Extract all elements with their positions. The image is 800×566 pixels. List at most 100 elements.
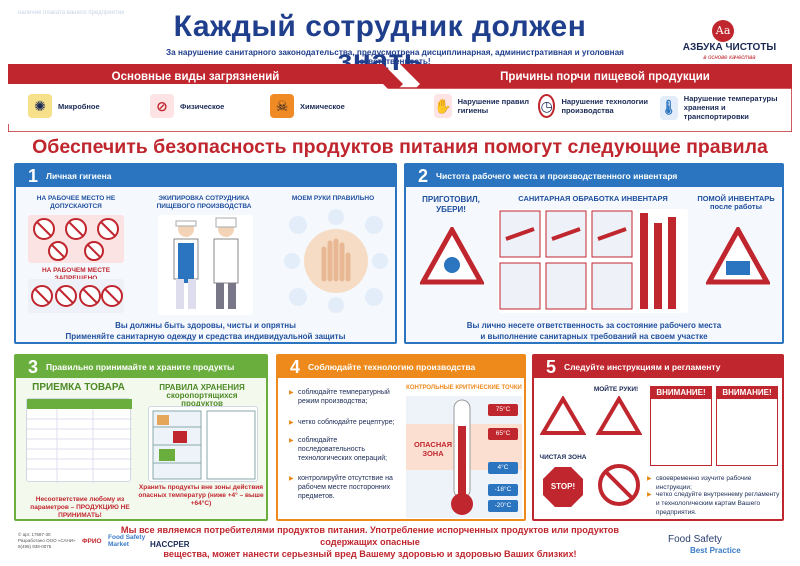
contaminant-chemical: ☠ Химическое	[270, 94, 345, 118]
sign-triangle-1	[540, 396, 586, 435]
forbidden-icons	[31, 285, 123, 307]
attention-title-2: ВНИМАНИЕ!	[717, 387, 777, 399]
attention-card-2: ВНИМАНИЕ!	[716, 386, 778, 466]
panel3-sub-acceptance: ПРИЕМКА ТОВАРА	[32, 382, 125, 393]
sign-triangle-2	[596, 396, 642, 435]
panel3-storage-note: Хранить продукты вне зоны действия опасн…	[138, 484, 264, 507]
panel2-sub-sanitation: САНИТАРНАЯ ОБРАБОТКА ИНВЕНТАРЯ	[518, 194, 668, 203]
banner: Основные виды загрязнений Причины порчи …	[8, 64, 792, 132]
panel4-number: 4	[289, 356, 300, 377]
footer-line-2: вещества, может нанести серьезный вред В…	[163, 549, 577, 559]
panel3-warning: Несоответствие любому из параметров – ПР…	[30, 496, 130, 519]
panel2-number: 2	[417, 165, 428, 186]
corner-note: наличие плаката вашего предприятия	[18, 10, 125, 16]
panel1-sub-handwash: МОЕМ РУКИ ПРАВИЛЬНО	[291, 195, 375, 202]
logo-badge: Аа	[712, 20, 734, 42]
warning-triangle-2	[706, 227, 770, 285]
panel4-bullet-4: контролируйте отсутствие на рабочем мест…	[289, 474, 398, 501]
storage-fridge	[148, 406, 258, 482]
cause-technology: ◷ Нарушение технологии производства	[538, 94, 656, 118]
panel2-header: 2 Чистота рабочего места и производствен…	[406, 165, 782, 187]
panel1-sub-not-allowed: НА РАБОЧЕЕ МЕСТО НЕ ДОПУСКАЮТСЯ	[36, 195, 116, 210]
panel5-title: Следуйте инструкциям и регламенту	[564, 362, 721, 372]
thermometer-icon: 🌡	[660, 95, 678, 120]
panel-instructions: 5 Следуйте инструкциям и регламенту МОЙТ…	[532, 354, 784, 521]
panel1-footer-2: Применяйте санитарную одежду и средства …	[65, 332, 346, 341]
stop-sign-icon	[543, 467, 583, 507]
banner-right-title: Причины порчи пищевой продукции	[500, 71, 710, 83]
panel2-title: Чистота рабочего места и производственно…	[436, 171, 678, 181]
acceptance-table-grid	[27, 399, 132, 483]
panel5-bullet-2: четко следуйте внутреннему регламенту и …	[647, 490, 780, 517]
brand-fsm: Food Safety Market	[108, 534, 146, 548]
panel5-header: 5 Следуйте инструкциям и регламенту	[534, 356, 782, 378]
sign-clean-zone-label: ЧИСТАЯ ЗОНА	[539, 454, 587, 461]
page-title: Каждый сотрудник должен знать	[173, 10, 587, 77]
panel-personal-hygiene: 1 Личная гигиена НА РАБОЧЕЕ МЕСТО НЕ ДОП…	[14, 163, 397, 344]
stop-sign-label: STOP!	[550, 482, 576, 491]
gauge-icon: ◷	[538, 94, 556, 118]
panel2-sub-wash-tools: ПОМОЙ ИНВЕНТАРЬ после работы	[697, 194, 775, 211]
panel3-number: 3	[27, 356, 38, 377]
temperature-gauge	[406, 396, 522, 518]
temp-75: 75°С	[488, 404, 518, 416]
fridge-shelves	[152, 410, 256, 480]
uniform-illustration	[158, 215, 253, 315]
panel4-danger-zone: ОПАСНАЯ ЗОНА	[413, 440, 453, 458]
acceptance-table	[26, 398, 132, 483]
panel1-footer-1: Вы должны быть здоровы, чисты и опрятны	[115, 321, 296, 330]
temp-65: 65°С	[488, 428, 518, 440]
panel1-sub-uniform: ЭКИПИРОВКА СОТРУДНИКА ПИЩЕВОГО ПРОИЗВОДС…	[156, 195, 252, 210]
panel1-header: 1 Личная гигиена	[16, 165, 395, 187]
panel3-title: Правильно принимайте и храните продукты	[46, 362, 235, 372]
handwash-illustration	[284, 209, 388, 313]
panel4-title: Соблюдайте технологию производства	[308, 362, 476, 372]
panel1-number: 1	[27, 165, 38, 186]
footer-line-1: Мы все являемся потребителями продуктов …	[120, 525, 620, 547]
temp-4: 4°С	[488, 462, 518, 474]
panel3-sub-storage: ПРАВИЛА ХРАНЕНИЯ скоропортящихся продукт…	[159, 383, 245, 408]
panel5-bullet-1: своевременно изучите рабочие инструкции;	[647, 474, 780, 492]
sign-wash-hands-label: МОЙТЕ РУКИ!	[593, 386, 639, 393]
brand-haccper: HACCPER	[150, 540, 190, 549]
page-subtitle: За нарушение санитарного законодательств…	[166, 48, 624, 66]
microbe-icon: ✺	[28, 94, 52, 118]
not-allowed-illustration	[28, 215, 124, 263]
no-objects-icon: ⊘	[150, 94, 174, 118]
brand-logo: Аа АЗБУКА ЧИСТОТЫ в основе качества	[672, 20, 787, 65]
warning-triangle-1	[420, 227, 484, 285]
panel3-header: 3 Правильно принимайте и храните продукт…	[16, 356, 266, 378]
chemical-hazard-icon: ☠	[270, 94, 294, 118]
panel4-header: 4 Соблюдайте технологию производства	[278, 356, 524, 378]
temp-minus-20: -20°С	[488, 500, 518, 512]
panel4-bullet-3: соблюдайте последовательность технологич…	[289, 436, 398, 463]
footer-credits: © арт. 17687-30 Разработано ООО «САНИ» 8…	[18, 532, 76, 549]
logo-name: АЗБУКА ЧИСТОТЫ	[682, 42, 777, 53]
cause-temperature: 🌡 Нарушение температуры хранения и транс…	[660, 94, 778, 121]
panel2-footer-2: и выполнение санитарных требований на св…	[480, 332, 708, 341]
contaminant-microbe: ✺ Микробное	[28, 94, 100, 118]
contaminant-physical: ⊘ Физическое	[150, 94, 224, 118]
panel-technology: 4 Соблюдайте технологию производства соб…	[276, 354, 526, 521]
panel4-bullet-2: четко соблюдайте рецептуре;	[289, 418, 398, 428]
forbidden-illustration	[28, 279, 124, 313]
sanitation-steps	[498, 209, 688, 313]
panel2-sub-clean-up: ПРИГОТОВИЛ, УБЕРИ!	[422, 195, 480, 214]
attention-card-1: ВНИМАНИЕ!	[650, 386, 712, 466]
panel4-bullet-1: соблюдайте температурный режим производс…	[289, 388, 398, 406]
cause-hygiene: ✋ Нарушение правил гигиены	[434, 94, 534, 118]
prohibition-sign-icon	[598, 464, 640, 506]
hand-hygiene-icon: ✋	[434, 94, 452, 118]
rules-title: Обеспечить безопасность продуктов питани…	[32, 136, 768, 158]
panel5-number: 5	[545, 356, 556, 377]
panel-workplace-cleanliness: 2 Чистота рабочего места и производствен…	[404, 163, 784, 344]
handwash-steps	[284, 209, 388, 313]
banner-left-title: Основные виды загрязнений	[111, 71, 280, 83]
panel2-footer-1: Вы лично несете ответственность за состо…	[466, 321, 722, 330]
footer-message: Мы все являемся потребителями продуктов …	[110, 524, 630, 560]
best-practice-label: Best Practice	[690, 546, 741, 555]
worker-figures	[173, 217, 239, 309]
panel-receive-store: 3 Правильно принимайте и храните продукт…	[14, 354, 268, 521]
attention-title-1: ВНИМАНИЕ!	[651, 387, 711, 399]
